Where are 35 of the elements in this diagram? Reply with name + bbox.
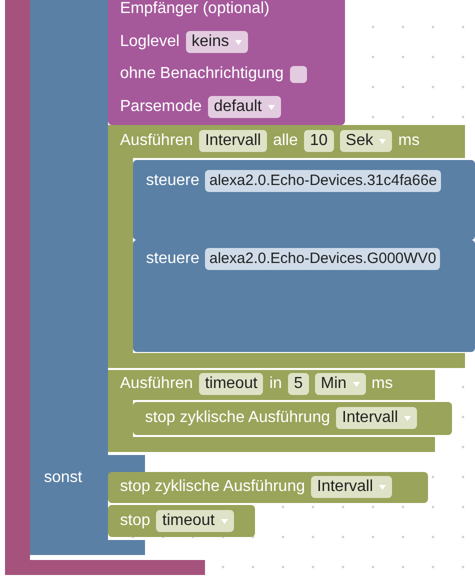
control-block bbox=[133, 240, 475, 352]
block-label: Ausführen bbox=[120, 131, 193, 151]
block-label: Ausführen bbox=[120, 374, 193, 394]
block-label: Empfänger (optional) bbox=[120, 0, 270, 19]
stop-block bbox=[108, 472, 428, 503]
stop-block bbox=[108, 505, 255, 537]
input-field: 10 bbox=[304, 130, 334, 152]
block-label: ms bbox=[398, 131, 420, 151]
object-id-field: alexa2.0.Echo-Devices.G000WV0 bbox=[205, 248, 440, 270]
stop-block bbox=[133, 402, 452, 435]
block-label: Parsemode bbox=[120, 97, 202, 117]
dropdown: Intervall bbox=[336, 407, 418, 429]
block-label: sonst bbox=[44, 468, 82, 488]
block-label: stop zyklische Ausführung bbox=[145, 408, 330, 428]
dropdown: Intervall bbox=[311, 476, 392, 498]
block-label: steuere bbox=[146, 171, 200, 191]
block-label: ohne Benachrichtigung bbox=[120, 64, 284, 84]
block-label: ms bbox=[372, 374, 393, 394]
block-label: stop bbox=[120, 511, 150, 531]
message-block bbox=[108, 0, 345, 125]
dropdown: keins bbox=[186, 31, 248, 53]
block-label: in bbox=[269, 374, 282, 394]
control-block bbox=[133, 160, 475, 240]
input-field: timeout bbox=[198, 373, 264, 395]
block-label: steuere bbox=[146, 249, 200, 269]
input-field: 5 bbox=[288, 373, 309, 395]
dropdown: default bbox=[208, 96, 281, 118]
block-label: Loglevel bbox=[120, 32, 180, 52]
dropdown: Sek bbox=[340, 130, 392, 152]
dropdown: Min bbox=[314, 373, 366, 395]
block-label: stop zyklische Ausführung bbox=[120, 477, 305, 497]
input-field: Intervall bbox=[198, 130, 267, 152]
object-id-field: alexa2.0.Echo-Devices.31c4fa66e bbox=[205, 170, 442, 192]
dropdown: timeout bbox=[156, 510, 234, 532]
block-label: alle bbox=[272, 131, 298, 151]
